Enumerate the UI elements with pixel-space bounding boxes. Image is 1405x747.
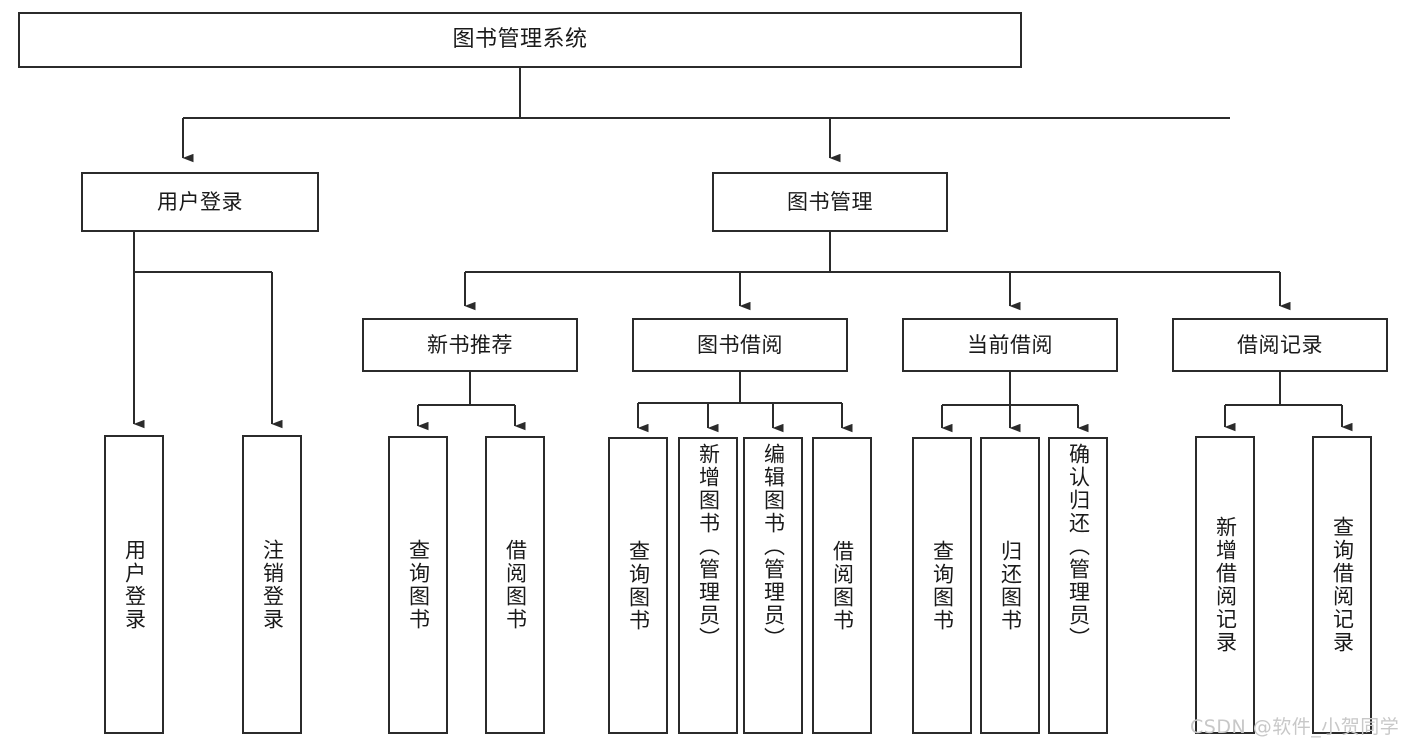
leaf-return-books[interactable]: 归还图书 bbox=[980, 437, 1040, 734]
leaf-logout-label: 注销登录 bbox=[260, 538, 285, 631]
leaf-borrow-books-label: 借阅图书 bbox=[830, 539, 855, 632]
leaf-add-borrow-record[interactable]: 新增借阅记录 bbox=[1195, 436, 1255, 734]
leaf-add-borrow-record-label: 新增借阅记录 bbox=[1213, 516, 1238, 654]
node-book-borrowing-label: 图书借阅 bbox=[697, 332, 783, 357]
leaf-user-login[interactable]: 用户登录 bbox=[104, 435, 164, 734]
leaf-borrow-books-new[interactable]: 借阅图书 bbox=[485, 436, 545, 734]
leaf-edit-book-admin[interactable]: 编辑图书（管理员） bbox=[743, 437, 803, 734]
leaf-query-books-borrow[interactable]: 查询图书 bbox=[608, 437, 668, 734]
node-book-borrowing[interactable]: 图书借阅 bbox=[632, 318, 848, 372]
node-new-book-recommendation[interactable]: 新书推荐 bbox=[362, 318, 578, 372]
leaf-query-books-new[interactable]: 查询图书 bbox=[388, 436, 448, 734]
leaf-add-book-admin[interactable]: 新增图书（管理员） bbox=[678, 437, 738, 734]
node-borrowing-records[interactable]: 借阅记录 bbox=[1172, 318, 1388, 372]
leaf-user-login-label: 用户登录 bbox=[122, 538, 147, 631]
node-new-book-recommendation-label: 新书推荐 bbox=[427, 332, 513, 357]
node-user-login[interactable]: 用户登录 bbox=[81, 172, 319, 232]
leaf-borrow-books[interactable]: 借阅图书 bbox=[812, 437, 872, 734]
node-user-login-label: 用户登录 bbox=[157, 189, 243, 214]
leaf-confirm-return-admin-label: 确认归还（管理员） bbox=[1066, 443, 1091, 650]
leaf-query-books-borrow-label: 查询图书 bbox=[626, 539, 651, 632]
leaf-query-borrow-record-label: 查询借阅记录 bbox=[1330, 516, 1355, 654]
node-root-label: 图书管理系统 bbox=[452, 27, 588, 53]
leaf-edit-book-admin-label: 编辑图书（管理员） bbox=[761, 443, 786, 650]
node-borrowing-records-label: 借阅记录 bbox=[1237, 332, 1323, 357]
leaf-query-books-current[interactable]: 查询图书 bbox=[912, 437, 972, 734]
leaf-confirm-return-admin[interactable]: 确认归还（管理员） bbox=[1048, 437, 1108, 734]
node-book-management[interactable]: 图书管理 bbox=[712, 172, 948, 232]
node-root-book-management-system[interactable]: 图书管理系统 bbox=[18, 12, 1022, 68]
leaf-query-books-new-label: 查询图书 bbox=[406, 539, 431, 631]
node-current-borrowing-label: 当前借阅 bbox=[967, 332, 1053, 357]
leaf-borrow-books-new-label: 借阅图书 bbox=[503, 539, 528, 631]
leaf-return-books-label: 归还图书 bbox=[998, 539, 1023, 632]
node-book-management-label: 图书管理 bbox=[787, 189, 873, 214]
leaf-add-book-admin-label: 新增图书（管理员） bbox=[696, 443, 721, 650]
node-current-borrowing[interactable]: 当前借阅 bbox=[902, 318, 1118, 372]
leaf-logout[interactable]: 注销登录 bbox=[242, 435, 302, 734]
leaf-query-borrow-record[interactable]: 查询借阅记录 bbox=[1312, 436, 1372, 734]
leaf-query-books-current-label: 查询图书 bbox=[930, 539, 955, 632]
